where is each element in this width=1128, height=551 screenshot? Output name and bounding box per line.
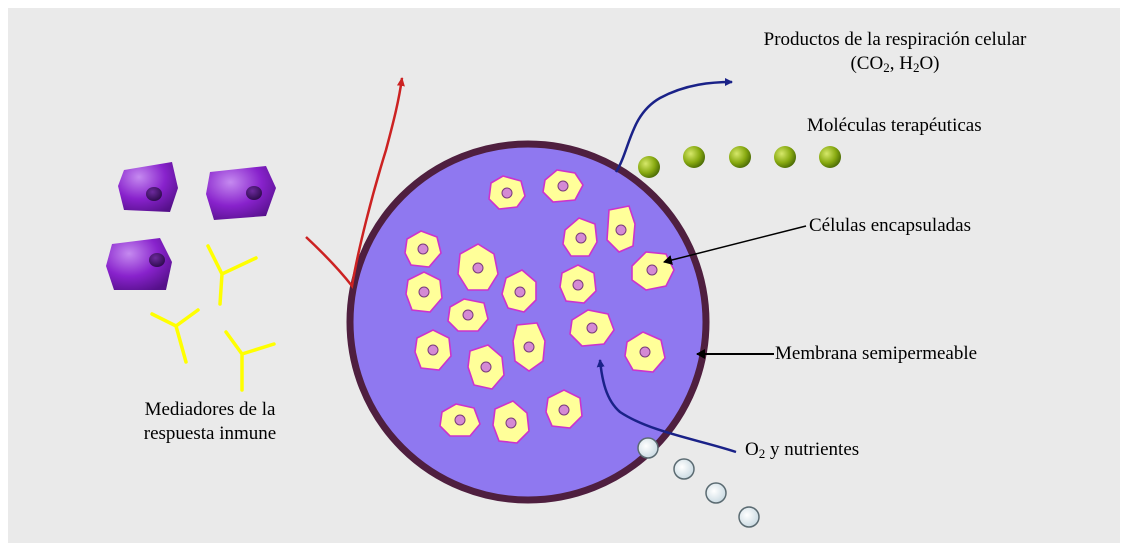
encapsulated-cell xyxy=(607,206,635,252)
nutrient-molecule xyxy=(706,483,726,503)
therapeutic-molecule xyxy=(819,146,841,168)
encapsulated-cell xyxy=(560,265,596,303)
therapeutic-molecule xyxy=(774,146,796,168)
encapsulated-cell xyxy=(546,390,582,428)
nutrient-molecule xyxy=(674,459,694,479)
encapsulated-cell xyxy=(513,323,545,371)
encapsulated-cell xyxy=(448,299,488,331)
immune-cell-nucleus xyxy=(246,186,262,200)
immune-cell-nucleus xyxy=(146,187,162,201)
immune-cell xyxy=(206,166,276,220)
therapeutic-molecule xyxy=(683,146,705,168)
encapsulated-cell xyxy=(440,404,480,436)
immune-cells xyxy=(106,162,276,290)
antibody xyxy=(152,310,198,362)
respiration-products-arrow xyxy=(616,82,732,172)
o2-nutrients-label: O2 y nutrientes xyxy=(745,438,859,462)
encapsulated-cell xyxy=(489,176,525,209)
immune-label-line1: Mediadores de la xyxy=(110,398,310,422)
immune-cell-nucleus xyxy=(149,253,165,267)
nutrient-molecule xyxy=(638,438,658,458)
immune-mediators-label: Mediadores de la respuesta inmune xyxy=(110,398,310,446)
respiration-products-label: Productos de la respiración celular (CO2… xyxy=(745,28,1045,76)
encapsulated-cells-label: Células encapsuladas xyxy=(809,214,971,238)
therapeutic-molecule xyxy=(638,156,660,178)
immune-label-line2: respuesta inmune xyxy=(110,422,310,446)
therapeutic-molecule xyxy=(729,146,751,168)
membrane-label: Membrana semipermeable xyxy=(775,342,977,366)
therapeutic-molecules-label: Moléculas terapéuticas xyxy=(807,114,982,138)
antibody xyxy=(208,246,256,304)
immune-cell xyxy=(106,238,172,290)
antibody xyxy=(226,332,274,390)
respiration-label-line1: Productos de la respiración celular xyxy=(745,28,1045,52)
nutrient-molecule xyxy=(739,507,759,527)
respiration-label-line2: (CO2, H2O) xyxy=(745,52,1045,76)
nutrient-molecules xyxy=(638,438,759,527)
therapeutic-molecules xyxy=(638,146,841,178)
immune-cell xyxy=(118,162,178,212)
